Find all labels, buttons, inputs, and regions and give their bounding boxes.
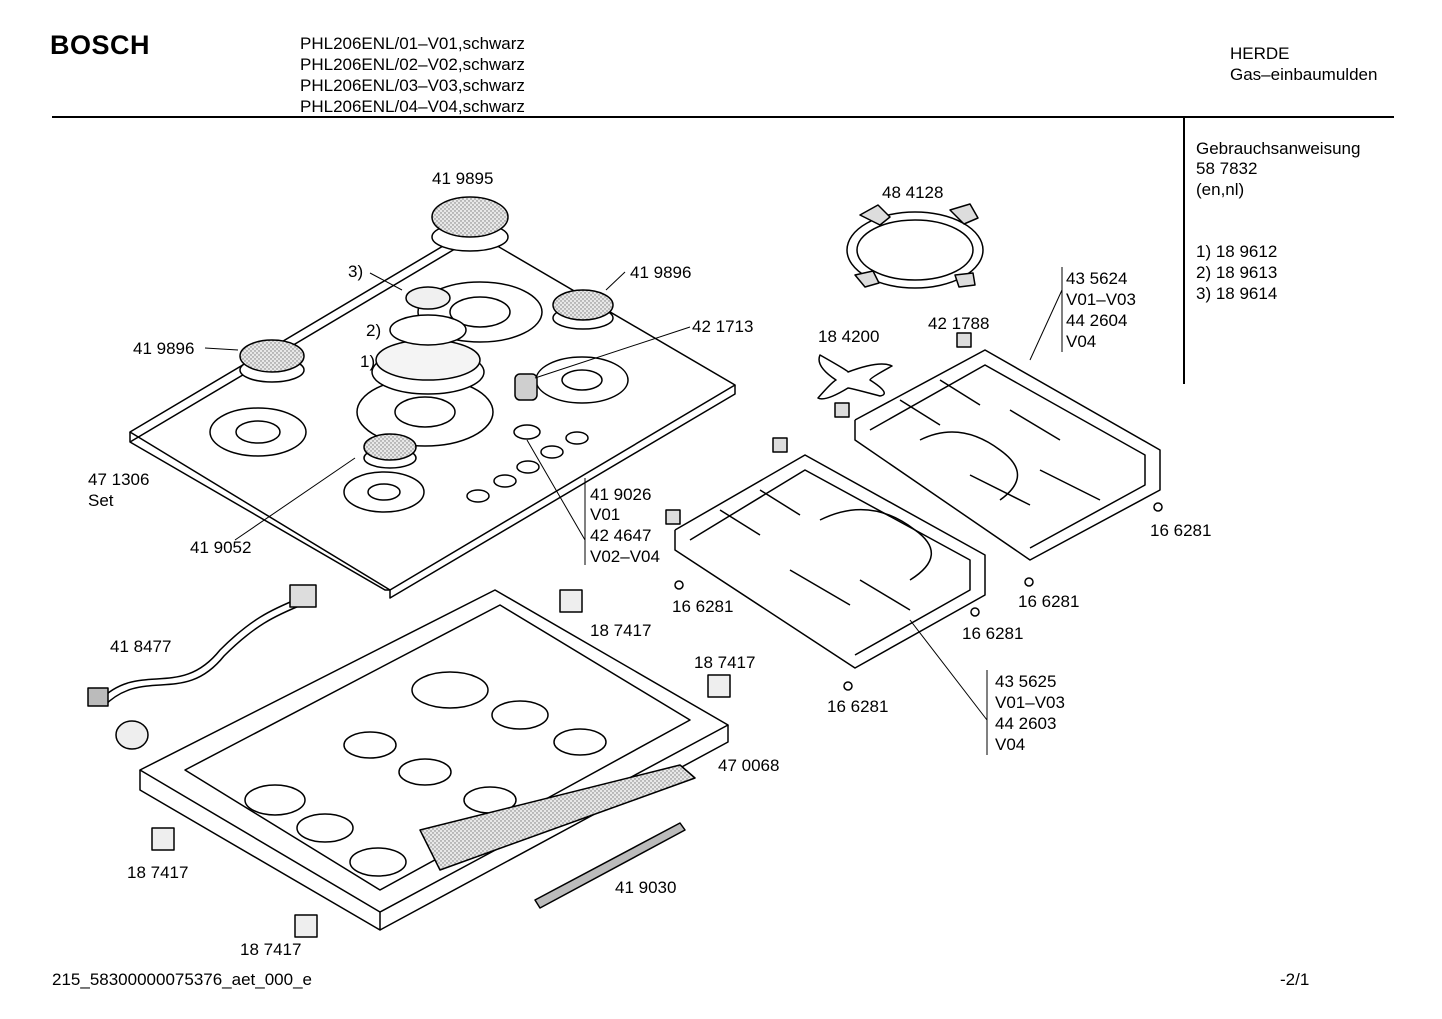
marker-2: 2) (366, 321, 382, 340)
part-label-bracket-2: 18 7417 (694, 653, 756, 672)
part-label-housing: 47 0068 (718, 756, 780, 775)
part-label-cable: 41 8477 (110, 637, 172, 656)
part-label-bracket-4: 18 7417 (240, 940, 302, 959)
leader-lines (204, 267, 1063, 755)
right-grate-drawing (854, 349, 1161, 561)
part-label-small-burner: 41 9052 (190, 538, 252, 557)
part-label-bracket-3: 18 7417 (127, 863, 189, 882)
part-label-burner-right: 41 9896 (630, 263, 692, 282)
part-label-foot-3: 16 6281 (962, 624, 1024, 643)
bracket-shape-1 (559, 589, 583, 613)
document-id: 215_58300000075376_aet_000_e (52, 970, 312, 989)
cross-plate-drawing (817, 354, 893, 400)
marker-1: 1) (360, 352, 376, 371)
header-divider (52, 116, 1394, 118)
part-label-seal: 41 9030 (615, 878, 677, 897)
part-label-foot-1: 16 6281 (1150, 521, 1212, 540)
wok-ring-drawing (846, 203, 984, 289)
part-label-grate-left-b-version: V04 (995, 735, 1026, 754)
part-label-top-plate-set: Set (88, 491, 114, 510)
part-label-foot-4: 16 6281 (672, 597, 734, 616)
part-label-ring-b: 42 4647 (590, 526, 652, 545)
part-label-grate-left-a: 43 5625 (995, 672, 1057, 691)
cable-drawing (99, 597, 301, 701)
left-grate-drawing (674, 454, 986, 669)
model-line-1: PHL206ENL/01–V01,schwarz (300, 34, 525, 53)
burner-caps (239, 196, 614, 469)
part-label-cross: 18 4200 (818, 327, 880, 346)
manual-langs: (en,nl) (1196, 180, 1245, 199)
page-number: -2/1 (1280, 970, 1310, 989)
note-3: 3) 18 9614 (1196, 284, 1278, 303)
note-2: 2) 18 9613 (1196, 263, 1278, 282)
seal-strip-drawing (534, 822, 686, 909)
manual-label: Gebrauchsanweisung (1196, 139, 1361, 158)
model-line-3: PHL206ENL/03–V03,schwarz (300, 76, 525, 95)
part-label-top-plate: 47 1306 (88, 470, 150, 489)
part-label-grate-left-a-version: V01–V03 (995, 693, 1065, 712)
brand-logo: BOSCH (50, 30, 151, 60)
part-label-burner-top: 41 9895 (432, 169, 494, 188)
subcategory-title: Gas–einbaumulden (1230, 65, 1378, 84)
part-label-ring-a-version: V01 (590, 505, 621, 524)
part-label-clip: 42 1788 (928, 314, 990, 333)
part-label-knob-spindle: 42 1713 (692, 317, 754, 336)
sidebar-divider (1183, 118, 1185, 384)
part-label-foot-2: 16 6281 (1018, 592, 1080, 611)
part-label-grate-right-b-version: V04 (1066, 332, 1097, 351)
housing-drawing (139, 589, 729, 931)
part-label-foot-5: 16 6281 (827, 697, 889, 716)
part-label-burner-left: 41 9896 (133, 339, 195, 358)
part-label-ring-b-version: V02–V04 (590, 547, 660, 566)
part-label-grate-right-b: 44 2604 (1066, 311, 1128, 330)
part-label-wok-ring: 48 4128 (882, 183, 944, 202)
manual-number: 58 7832 (1196, 159, 1258, 178)
part-label-ring-a: 41 9026 (590, 485, 652, 504)
part-label-grate-right-a-version: V01–V03 (1066, 290, 1136, 309)
model-line-4: PHL206ENL/04–V04,schwarz (300, 97, 525, 116)
part-label-bracket-1: 18 7417 (590, 621, 652, 640)
note-1: 1) 18 9612 (1196, 242, 1278, 261)
model-line-2: PHL206ENL/02–V02,schwarz (300, 55, 525, 74)
part-label-grate-right-a: 43 5624 (1066, 269, 1128, 288)
category-title: HERDE (1230, 44, 1290, 63)
part-label-grate-left-b: 44 2603 (995, 714, 1057, 733)
marker-3: 3) (348, 262, 364, 281)
